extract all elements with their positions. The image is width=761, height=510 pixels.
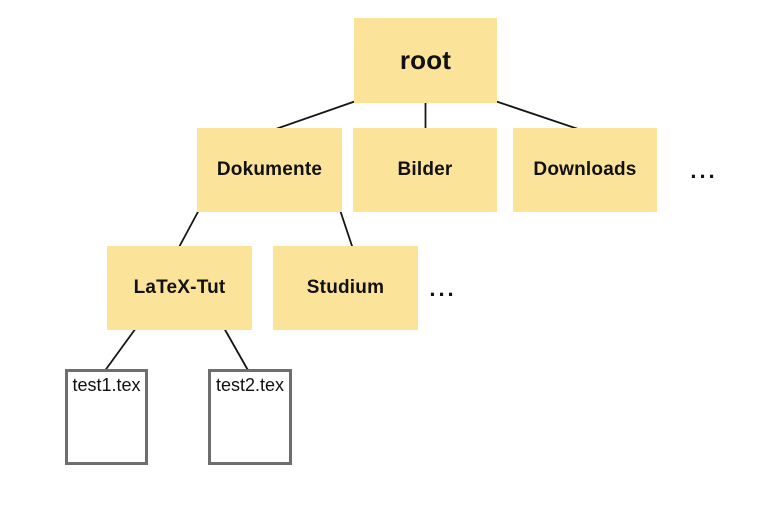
node-label: Downloads [533,159,637,180]
node-label: Dokumente [216,159,323,180]
node-label: root [399,45,452,75]
more-siblings-ellipsis-level2: ... [429,276,456,302]
edge-root-dokumente [269,100,357,132]
folder-node-root: root [354,18,497,103]
edge-latex-tut-test1 [103,327,137,373]
node-label: Studium [306,277,385,298]
folder-node-downloads: Downloads [513,128,657,212]
folder-node-bilder: Bilder [353,128,497,212]
node-label: LaTeX-Tut [133,277,226,298]
more-siblings-ellipsis-level1: ... [690,158,717,184]
edge-root-downloads [494,100,585,132]
node-label: test2.tex [215,375,285,395]
ellipsis-label: ... [690,158,718,183]
edge-latex-tut-test2 [223,327,250,373]
file-node-test2: test2.tex [208,369,292,465]
ellipsis-label: ... [429,276,457,301]
node-label: Bilder [397,159,453,180]
file-node-test1: test1.tex [65,369,148,465]
folder-node-studium: Studium [273,246,418,330]
node-label: test1.tex [72,375,141,395]
folder-node-dokumente: Dokumente [197,128,342,212]
edge-dokumente-latex-tut [177,209,200,250]
edge-dokumente-studium [339,209,354,250]
folder-node-latex-tut: LaTeX-Tut [107,246,252,330]
